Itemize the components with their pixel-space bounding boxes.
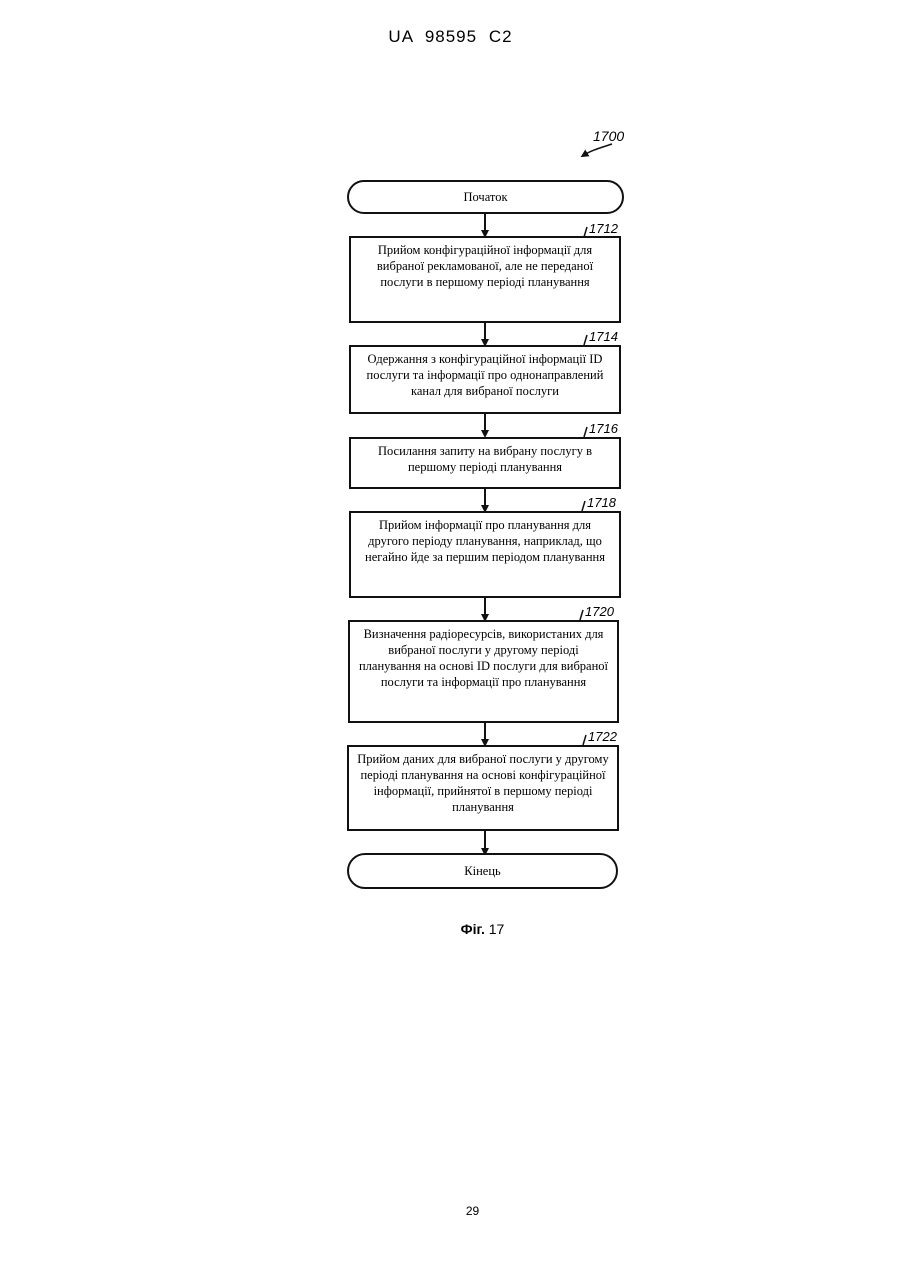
end-terminal: Кінець xyxy=(347,853,618,889)
step-ref-1716: 1716 xyxy=(589,421,618,436)
step-text-1712: Прийом конфігураційної інформації для ви… xyxy=(359,242,611,290)
end-label: Кінець xyxy=(464,863,500,879)
step-ref-1714: 1714 xyxy=(589,329,618,344)
step-text-1716: Посилання запиту на вибрану послугу в пе… xyxy=(359,443,611,475)
step-text-1718: Прийом інформації про планування для дру… xyxy=(359,517,611,565)
figure-caption-label: Фіг. xyxy=(461,921,485,937)
process-step-1714: Одержання з конфігураційної інформації I… xyxy=(349,345,621,414)
start-terminal: Початок xyxy=(347,180,624,214)
figure-caption: Фіг. 17 xyxy=(0,921,901,937)
page-number: 29 xyxy=(0,1204,901,1218)
step-ref-1720: 1720 xyxy=(585,604,614,619)
step-text-1722: Прийом даних для вибраної послуги у друг… xyxy=(357,751,609,815)
step-text-1714: Одержання з конфігураційної інформації I… xyxy=(359,351,611,399)
ref-leader-1714 xyxy=(584,335,587,345)
process-step-1722: Прийом даних для вибраної послуги у друг… xyxy=(347,745,619,831)
start-label: Початок xyxy=(463,189,507,205)
ref-leader-1720 xyxy=(580,610,583,620)
step-ref-1722: 1722 xyxy=(588,729,617,744)
figure-ref-arrow xyxy=(584,144,612,155)
figure-caption-number: 17 xyxy=(489,921,505,937)
step-text-1720: Визначення радіоресурсів, використаних д… xyxy=(358,626,609,690)
step-ref-1718: 1718 xyxy=(587,495,616,510)
process-step-1716: Посилання запиту на вибрану послугу в пе… xyxy=(349,437,621,489)
ref-leader-1722 xyxy=(583,735,586,745)
ref-leader-1718 xyxy=(582,501,585,511)
process-step-1718: Прийом інформації про планування для дру… xyxy=(349,511,621,598)
ref-leader-1716 xyxy=(584,427,587,437)
step-ref-1712: 1712 xyxy=(589,221,618,236)
figure-reference-number: 1700 xyxy=(593,128,624,144)
process-step-1712: Прийом конфігураційної інформації для ви… xyxy=(349,236,621,323)
process-step-1720: Визначення радіоресурсів, використаних д… xyxy=(348,620,619,723)
